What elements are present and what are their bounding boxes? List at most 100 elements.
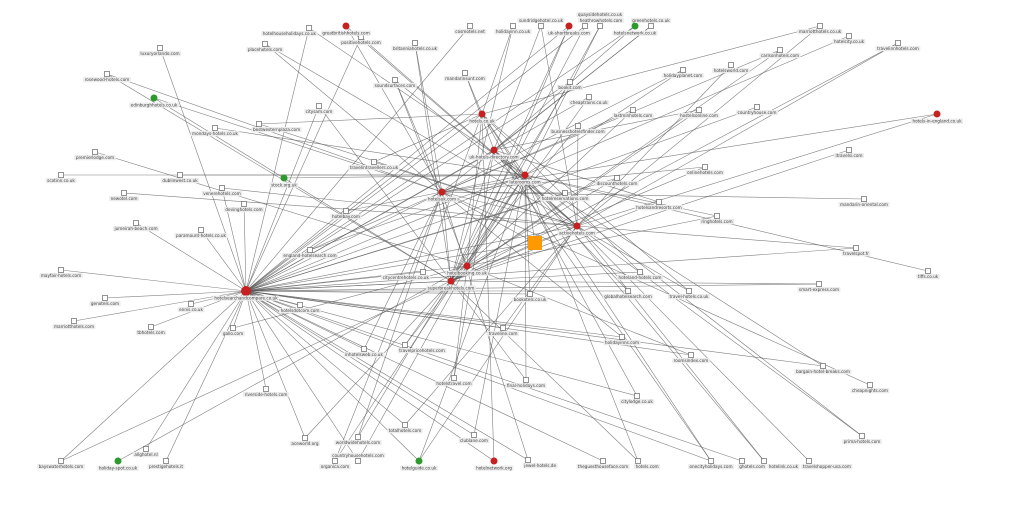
red-hub-node[interactable] (478, 110, 486, 118)
site-node[interactable] (777, 47, 783, 53)
site-node[interactable] (402, 422, 408, 428)
red-hub-node[interactable] (573, 222, 581, 230)
site-node[interactable] (471, 432, 477, 438)
site-node[interactable] (816, 281, 822, 287)
site-node[interactable] (307, 247, 313, 253)
site-node[interactable] (637, 269, 643, 275)
site-node[interactable] (728, 62, 734, 68)
site-node[interactable] (306, 25, 312, 31)
red-hub-node[interactable] (521, 171, 529, 179)
site-node[interactable] (188, 301, 194, 307)
site-node[interactable] (212, 125, 218, 131)
red-hub-node[interactable] (463, 262, 471, 270)
site-node[interactable] (523, 377, 529, 383)
site-node[interactable] (634, 393, 640, 399)
site-node[interactable] (143, 446, 149, 452)
red-hub-node[interactable] (933, 110, 941, 118)
site-node[interactable] (104, 71, 110, 77)
site-node[interactable] (148, 324, 154, 330)
site-node[interactable] (680, 67, 686, 73)
site-node[interactable] (219, 185, 225, 191)
site-node[interactable] (525, 457, 531, 463)
site-node[interactable] (600, 458, 606, 464)
site-node[interactable] (510, 23, 516, 29)
site-node[interactable] (853, 245, 859, 251)
site-node[interactable] (582, 23, 588, 29)
site-node[interactable] (263, 386, 269, 392)
site-node[interactable] (500, 325, 506, 331)
red-hub-node[interactable] (241, 286, 251, 296)
site-node[interactable] (696, 107, 702, 113)
site-node[interactable] (371, 159, 377, 165)
site-node[interactable] (302, 435, 308, 441)
site-node[interactable] (58, 458, 64, 464)
site-node[interactable] (102, 295, 108, 301)
site-node[interactable] (619, 334, 625, 340)
site-node[interactable] (133, 220, 139, 226)
green-hub-node[interactable] (150, 94, 158, 102)
site-node[interactable] (527, 291, 533, 297)
site-node[interactable] (925, 268, 931, 274)
site-node[interactable] (58, 267, 64, 273)
site-node[interactable] (332, 458, 338, 464)
site-node[interactable] (562, 190, 568, 196)
site-node[interactable] (361, 346, 367, 352)
site-node[interactable] (761, 458, 767, 464)
site-node[interactable] (420, 269, 426, 275)
site-node[interactable] (817, 23, 823, 29)
site-node[interactable] (316, 103, 322, 109)
site-node[interactable] (392, 77, 398, 83)
site-node[interactable] (538, 23, 544, 29)
site-node[interactable] (198, 227, 204, 233)
red-hub-node[interactable] (438, 188, 446, 196)
site-node[interactable] (567, 79, 573, 85)
site-node[interactable] (688, 352, 694, 358)
site-node[interactable] (820, 363, 826, 369)
site-node[interactable] (355, 434, 361, 440)
green-hub-node[interactable] (631, 22, 639, 30)
site-node[interactable] (648, 23, 654, 29)
site-node[interactable] (846, 147, 852, 153)
site-node[interactable] (256, 121, 262, 127)
red-hub-node[interactable] (342, 22, 350, 30)
site-node[interactable] (71, 318, 77, 324)
site-node[interactable] (451, 375, 457, 381)
site-node[interactable] (656, 199, 662, 205)
site-node[interactable] (806, 458, 812, 464)
site-node[interactable] (121, 190, 127, 196)
site-node[interactable] (58, 172, 64, 178)
site-node[interactable] (402, 342, 408, 348)
site-node[interactable] (241, 201, 247, 207)
green-hub-node[interactable] (114, 457, 122, 465)
site-node[interactable] (586, 94, 592, 100)
site-node[interactable] (163, 458, 169, 464)
site-node[interactable] (630, 107, 636, 113)
site-node[interactable] (846, 33, 852, 39)
site-node[interactable] (714, 213, 720, 219)
site-node[interactable] (467, 23, 473, 29)
site-node[interactable] (575, 123, 581, 129)
red-hub-node[interactable] (447, 277, 455, 285)
focus-node[interactable] (528, 236, 542, 250)
site-node[interactable] (177, 172, 183, 178)
site-node[interactable] (895, 40, 901, 46)
site-node[interactable] (708, 458, 714, 464)
site-node[interactable] (739, 458, 745, 464)
site-node[interactable] (355, 458, 361, 464)
site-node[interactable] (754, 104, 760, 110)
site-node[interactable] (157, 45, 163, 51)
site-node[interactable] (859, 433, 865, 439)
site-node[interactable] (462, 70, 468, 76)
site-node[interactable] (597, 23, 603, 29)
site-node[interactable] (635, 458, 641, 464)
site-node[interactable] (343, 208, 349, 214)
green-hub-node[interactable] (415, 457, 423, 465)
site-node[interactable] (861, 196, 867, 202)
site-node[interactable] (262, 41, 268, 47)
green-hub-node[interactable] (280, 174, 288, 182)
site-node[interactable] (412, 40, 418, 46)
red-hub-node[interactable] (490, 457, 498, 465)
site-node[interactable] (614, 175, 620, 181)
site-node[interactable] (625, 288, 631, 294)
site-node[interactable] (686, 288, 692, 294)
